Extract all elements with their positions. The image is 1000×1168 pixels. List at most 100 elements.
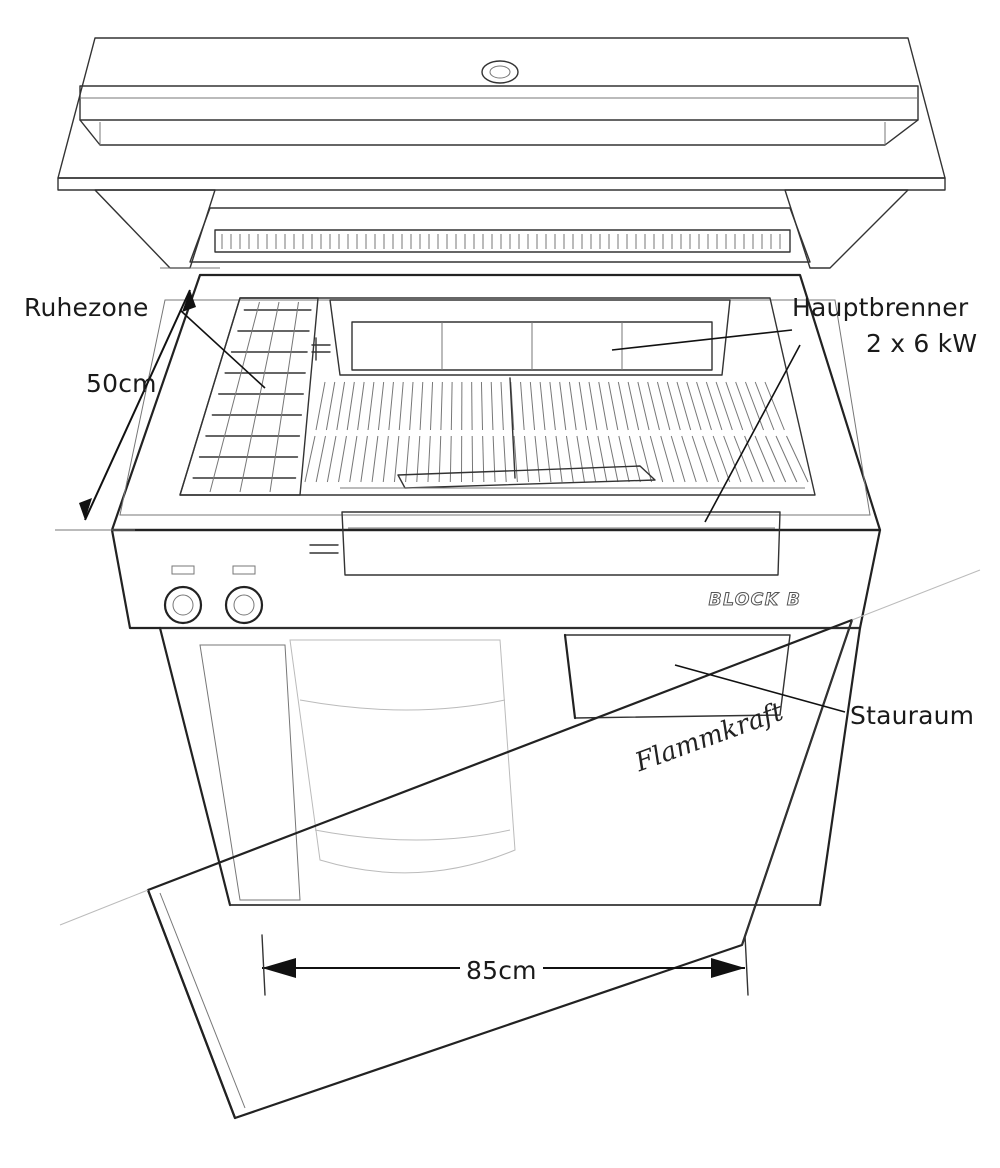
thermometer-icon	[481, 60, 519, 84]
grate-bar	[520, 381, 525, 431]
grate-bar	[568, 381, 577, 431]
grate-bar	[637, 381, 650, 431]
label-depth: 50cm	[86, 369, 157, 398]
grate-bar	[450, 381, 453, 431]
grate-bar	[559, 381, 567, 431]
grate-bar	[576, 435, 585, 483]
grate-bar	[608, 381, 619, 431]
grate-bar	[618, 435, 630, 483]
grate-bar	[775, 435, 798, 483]
lid	[57, 37, 946, 269]
grate-bar	[649, 435, 664, 483]
grate-bar	[647, 381, 660, 431]
grate-bar	[338, 435, 347, 483]
grate-bar	[588, 381, 598, 431]
door: Flammkraft	[59, 569, 981, 1120]
cabinet	[158, 626, 862, 907]
grate-bar	[336, 381, 346, 431]
grate-bar	[349, 435, 358, 483]
grate-bar	[735, 381, 754, 431]
label-width: 85cm	[460, 955, 543, 987]
label-main-burner: Hauptbrenner	[792, 293, 969, 322]
grate-bar	[565, 435, 574, 483]
grate-bar	[712, 435, 731, 483]
grate-bar	[607, 435, 619, 483]
label-main-burner-power: 2 x 6 kW	[866, 329, 978, 358]
grate-bar	[733, 435, 753, 483]
grate-bar	[471, 435, 474, 483]
grate-bar	[419, 381, 424, 431]
grate-bar	[723, 435, 742, 483]
grate-bar	[500, 381, 504, 431]
grate-bar	[440, 381, 443, 431]
label-ruhezone: Ruhezone	[24, 293, 149, 322]
grate-bar	[382, 435, 389, 483]
label-storage: Stauraum	[850, 701, 975, 730]
grate-bar	[398, 381, 404, 431]
gas-bottle	[289, 639, 516, 874]
signature-logo: Flammkraft	[630, 697, 787, 779]
leader-storage	[674, 664, 846, 713]
grate-bar	[357, 381, 365, 431]
grate-bar	[597, 435, 608, 483]
rest-grid-bar	[239, 301, 280, 493]
grate-bar	[754, 381, 775, 431]
grate-bar	[617, 381, 629, 431]
brand-badge: BLOCK B	[708, 590, 800, 611]
grate-bar	[429, 381, 434, 431]
grate-bar	[627, 381, 640, 431]
front-panel: BLOCK B	[110, 511, 882, 630]
grate-bar	[691, 435, 708, 483]
grate-bar	[346, 381, 355, 431]
grate-bar	[702, 435, 720, 483]
vent-strip	[189, 207, 811, 263]
grate-bar	[367, 381, 375, 431]
grate-bar	[696, 381, 712, 431]
grate-bar	[492, 435, 496, 483]
grate-bar	[545, 435, 552, 483]
grate-bar	[371, 435, 379, 483]
grate-bar	[416, 435, 421, 483]
knob-left	[163, 565, 203, 625]
grate-bar	[449, 435, 452, 483]
grate-bar	[549, 381, 556, 431]
grate-bar	[539, 381, 546, 431]
grate-bar	[480, 381, 484, 431]
grate-bar	[764, 381, 785, 431]
grate-bar	[438, 435, 442, 483]
grate-bar	[534, 435, 541, 483]
leader-ruhezone	[179, 309, 266, 389]
grate-bar	[628, 435, 641, 483]
grate-bar	[524, 435, 530, 483]
grate-bar	[725, 381, 744, 431]
grate-bar	[325, 381, 336, 431]
grate-bar	[393, 435, 400, 483]
rest-grid-bar	[209, 301, 260, 493]
knob-right	[224, 565, 264, 625]
grate-bar	[360, 435, 368, 483]
grate-bar	[686, 381, 702, 431]
grate-bar	[660, 435, 675, 483]
grate-bar	[555, 435, 563, 483]
grate-bar	[656, 381, 671, 431]
leader-main-burner	[611, 329, 793, 351]
grate-bar	[705, 381, 723, 431]
grate-bar	[503, 435, 507, 483]
grate-bar	[786, 435, 809, 483]
grate-bar	[676, 381, 692, 431]
svg-text:Flammkraft: Flammkraft	[630, 697, 787, 779]
grate-bar	[388, 381, 394, 431]
grate-bar	[598, 381, 608, 431]
grate-bar	[315, 381, 326, 431]
grate-bar	[754, 435, 775, 483]
grate-bar	[681, 435, 697, 483]
main-burner	[311, 299, 731, 376]
leader-main-burner-2	[704, 344, 801, 523]
grate-bar	[744, 381, 765, 431]
grate-bar	[670, 435, 686, 483]
grate-bar	[765, 435, 787, 483]
grate-bar	[490, 381, 494, 431]
rest-grid-bar	[269, 301, 299, 493]
